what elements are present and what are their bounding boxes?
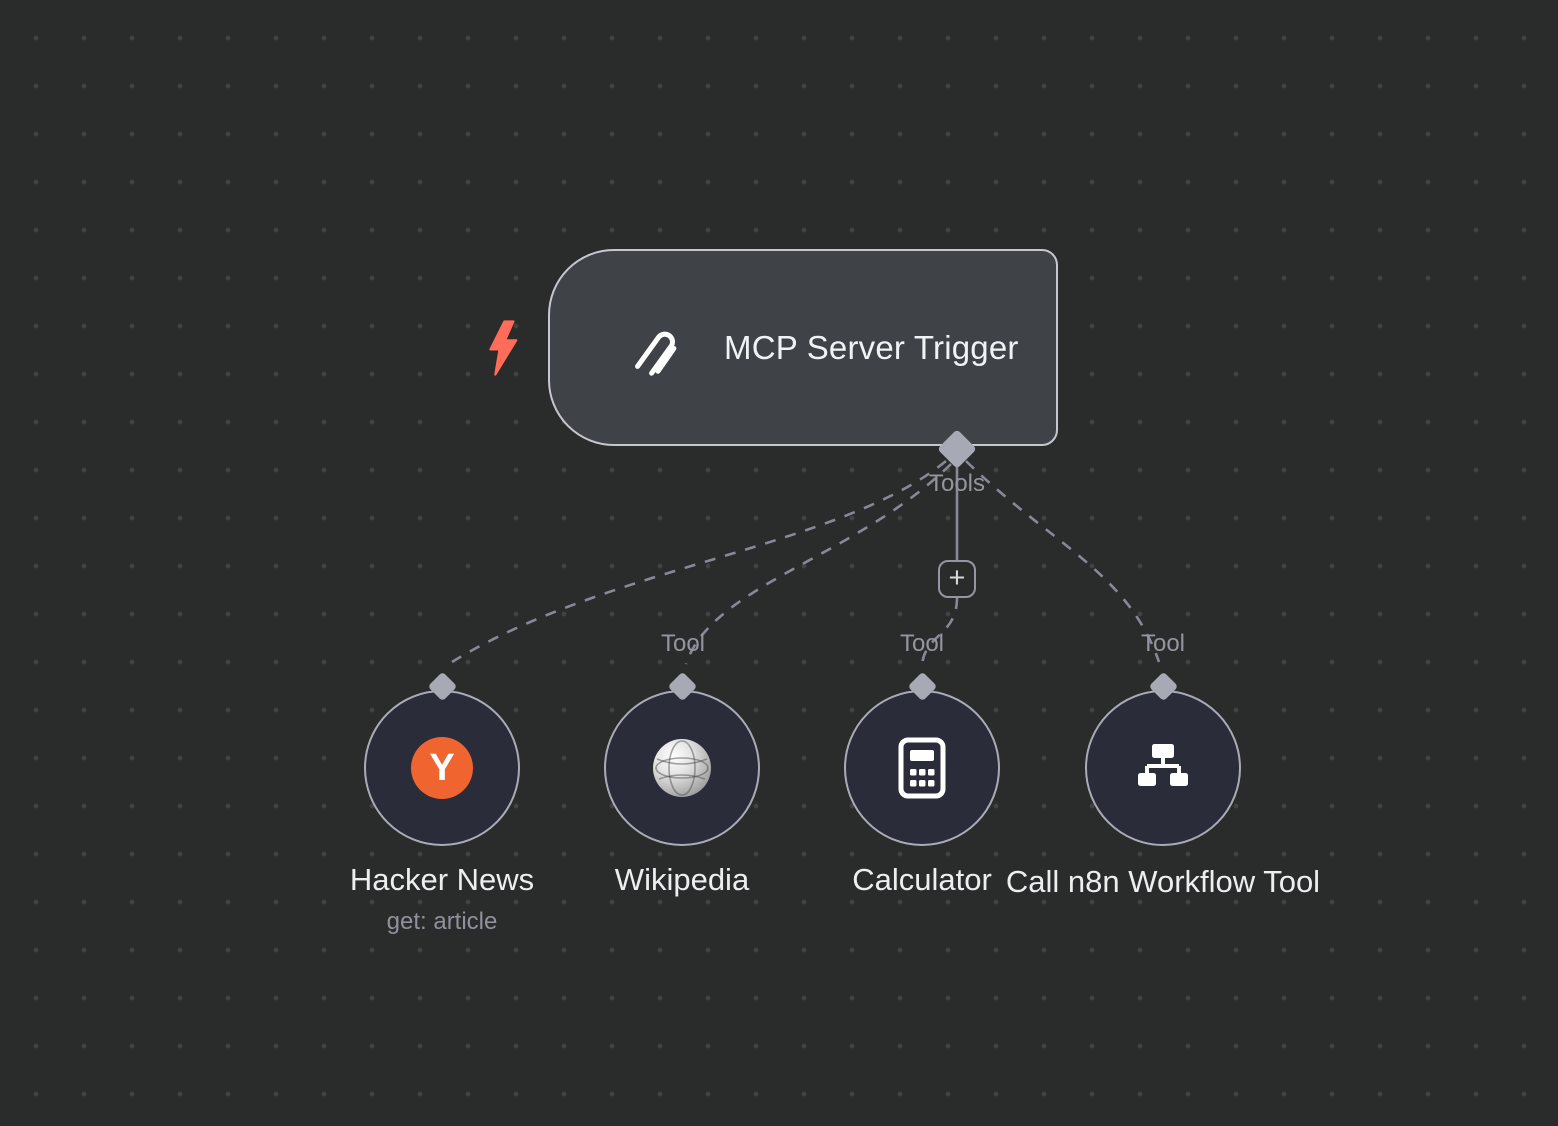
- connection-calculator[interactable]: [920, 597, 959, 667]
- node-calculator[interactable]: [844, 690, 1000, 846]
- node-subtitle-hacker-news: get: article: [386, 908, 498, 935]
- mcp-logo-icon: [635, 331, 677, 376]
- node-mcp-server-trigger[interactable]: MCP Server Trigger: [548, 249, 1058, 446]
- node-title-wikipedia: Wikipedia: [614, 862, 750, 897]
- connection-wikipedia[interactable]: [684, 463, 952, 665]
- calculator-icon: [898, 737, 946, 799]
- network-wired-icon: [1138, 744, 1188, 786]
- node-wikipedia[interactable]: [604, 690, 760, 846]
- connection-call-n8n-workflow[interactable]: [965, 460, 1161, 663]
- tool-input-label-calculator: Tool: [899, 630, 945, 657]
- wikipedia-globe-icon: [653, 739, 711, 797]
- tool-input-label-wikipedia: Tool: [660, 630, 706, 657]
- lightning-bolt-icon: [489, 320, 518, 376]
- add-tool-button[interactable]: +: [938, 560, 976, 598]
- node-call-n8n-workflow-tool[interactable]: [1085, 690, 1241, 846]
- tool-input-label-workflow: Tool: [1140, 630, 1186, 657]
- node-title-hacker-news: Hacker News: [349, 862, 535, 897]
- node-title-call-n8n-workflow-tool: Call n8n Workflow Tool: [1005, 864, 1321, 899]
- trigger-node-title: MCP Server Trigger: [724, 328, 1019, 366]
- node-hacker-news[interactable]: Y: [364, 690, 520, 846]
- tools-output-label: Tools: [928, 470, 986, 497]
- node-title-calculator: Calculator: [852, 862, 992, 897]
- hacker-news-monogram: Y: [429, 746, 455, 789]
- hacker-news-y-icon: Y: [411, 737, 473, 799]
